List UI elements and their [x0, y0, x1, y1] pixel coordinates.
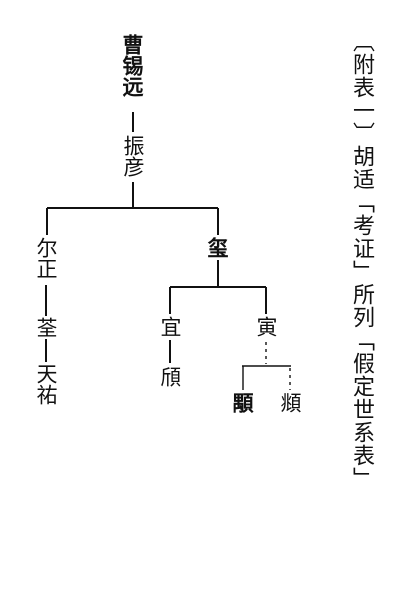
person-zhenyan: 振彦: [121, 135, 145, 177]
person-cao-xiyuan: 曹锡远: [120, 34, 145, 97]
person-yin: 寅: [254, 316, 278, 337]
person-yi: 宜: [158, 316, 182, 337]
table-title: 〔附表一〕胡适「考证」所列「假定世系表」: [349, 30, 374, 490]
person-xi: 玺: [205, 237, 230, 258]
person-erzheng: 尔正: [34, 237, 58, 279]
person-yong: 顒: [230, 392, 255, 413]
person-tianyou: 天祐: [34, 363, 58, 405]
person-fu: 頫: [278, 392, 302, 413]
person-qi: 頎: [158, 366, 182, 387]
person-quan: 荃: [34, 317, 58, 338]
